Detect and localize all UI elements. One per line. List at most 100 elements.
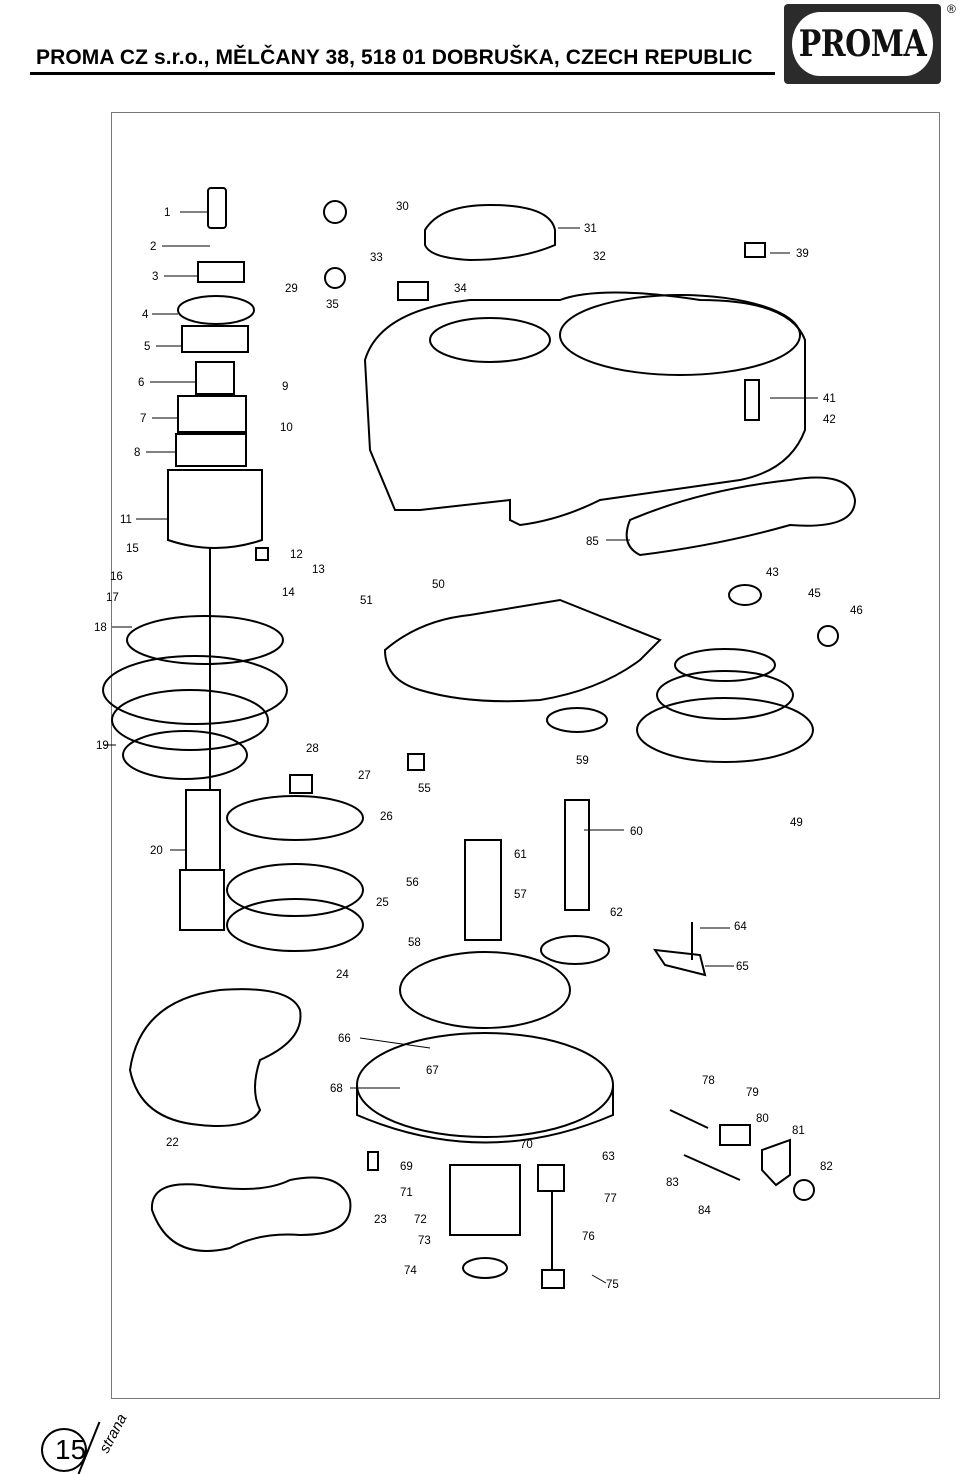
callout-72: 72	[414, 1214, 427, 1226]
callout-29: 29	[285, 283, 298, 295]
callout-74: 74	[404, 1265, 417, 1277]
callout-11: 11	[120, 514, 132, 526]
part-belt-22	[128, 988, 302, 1127]
callout-57: 57	[514, 889, 527, 901]
logo-oval: PROMA	[792, 12, 933, 76]
callout-2: 2	[150, 241, 156, 253]
part-gear-25	[226, 863, 364, 917]
part-nut-75	[541, 1269, 565, 1289]
callout-85: 85	[586, 536, 599, 548]
callout-10: 10	[280, 422, 293, 434]
callout-81: 81	[792, 1125, 805, 1137]
part-shaft-57	[464, 839, 502, 941]
callout-64: 64	[734, 921, 747, 933]
callout-8: 8	[134, 447, 140, 459]
callout-46: 46	[850, 605, 863, 617]
callout-83: 83	[666, 1177, 679, 1189]
part-ball-82	[793, 1179, 815, 1201]
part-bolt-head	[537, 1164, 565, 1192]
part-pulley-19b	[111, 689, 269, 751]
part-gear-20	[179, 869, 225, 931]
leader-lines	[104, 211, 818, 1284]
callout-32: 32	[593, 251, 606, 263]
part-bearing-4	[177, 295, 255, 325]
part-base-66	[356, 1032, 614, 1138]
part-housing-7	[177, 395, 247, 433]
callout-76: 76	[582, 1231, 595, 1243]
part-ball-46	[817, 625, 839, 647]
part-housing-boss	[429, 317, 551, 363]
callout-15: 15	[126, 543, 139, 555]
part-collar	[197, 261, 245, 283]
callout-61: 61	[514, 849, 527, 861]
callout-24: 24	[336, 969, 349, 981]
callout-45: 45	[808, 588, 821, 600]
part-spindle-top	[207, 187, 227, 229]
callout-22: 22	[166, 1137, 179, 1149]
callout-71: 71	[400, 1187, 413, 1199]
callout-63: 63	[602, 1151, 615, 1163]
part-31	[424, 203, 556, 262]
callout-14: 14	[282, 587, 295, 599]
part-nut-28	[289, 774, 313, 794]
callout-43: 43	[766, 567, 779, 579]
header-underline	[30, 72, 775, 75]
callout-27: 27	[358, 770, 371, 782]
callout-20: 20	[150, 845, 163, 857]
callout-58: 58	[408, 937, 421, 949]
part-block-34	[397, 281, 429, 301]
callout-23: 23	[374, 1214, 387, 1226]
part-pin-41	[744, 379, 760, 421]
drawing-frame	[111, 112, 940, 1399]
callout-33: 33	[370, 252, 383, 264]
callout-79: 79	[746, 1087, 759, 1099]
page-number: 15	[55, 1434, 87, 1465]
part-bearing-5	[181, 325, 249, 353]
callout-69: 69	[400, 1161, 413, 1173]
callout-51: 51	[360, 595, 373, 607]
callout-9: 9	[282, 381, 288, 393]
part-pulley-49a	[674, 648, 776, 682]
part-pin-78	[669, 1109, 709, 1129]
callout-78: 78	[702, 1075, 715, 1087]
part-nut-39	[744, 242, 766, 258]
part-main-housing	[363, 291, 806, 527]
part-shaft-20	[185, 789, 221, 871]
part-sleeve-6	[195, 361, 235, 395]
company-address-header: PROMA CZ s.r.o., MĚLČANY 38, 518 01 DOBR…	[36, 46, 753, 69]
callout-49: 49	[790, 817, 803, 829]
part-ball-30	[323, 200, 347, 224]
part-pulley-49c	[636, 697, 814, 763]
callout-35: 35	[326, 299, 339, 311]
part-gear-8	[175, 433, 247, 467]
callout-30: 30	[396, 201, 409, 213]
part-gear-62	[540, 935, 610, 965]
part-bearings-71	[449, 1164, 521, 1236]
callout-31: 31	[584, 223, 597, 235]
callout-16: 16	[110, 571, 123, 583]
proma-logo: PROMA	[784, 4, 941, 84]
callout-17: 17	[106, 592, 119, 604]
part-bearing-59	[546, 707, 608, 733]
callout-42: 42	[823, 414, 836, 426]
part-ball-29	[324, 267, 346, 289]
callout-77: 77	[604, 1193, 617, 1205]
part-ring-26	[226, 795, 364, 841]
part-housing-ring	[559, 294, 801, 376]
part-pulley-19a	[102, 655, 288, 725]
part-belt-23	[150, 1176, 352, 1252]
part-screw-83-84	[683, 1154, 741, 1181]
callout-56: 56	[406, 877, 419, 889]
callout-13: 13	[312, 564, 325, 576]
callout-26: 26	[380, 811, 393, 823]
logo-text: PROMA	[798, 23, 927, 65]
callout-70: 70	[520, 1139, 533, 1151]
callout-66: 66	[338, 1033, 351, 1045]
part-plate-50	[383, 598, 662, 703]
callout-82: 82	[820, 1161, 833, 1173]
callout-73: 73	[418, 1235, 431, 1247]
part-bracket-65	[652, 948, 707, 977]
callout-75: 75	[606, 1279, 619, 1291]
part-base-66-side	[356, 1085, 614, 1144]
callout-1: 1	[164, 207, 170, 219]
